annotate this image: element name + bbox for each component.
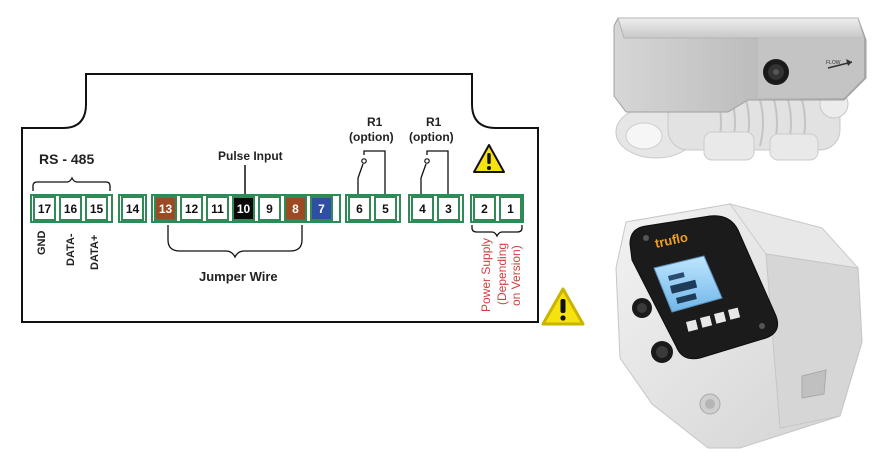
power-supply-label: Power Supply	[479, 237, 493, 312]
svg-text:FLOW: FLOW	[826, 60, 841, 66]
power-version-label: on Version)	[509, 245, 523, 306]
data-minus-label: DATA-	[65, 233, 77, 266]
r1-b-title: R1	[426, 115, 442, 129]
terminal-7: 7	[310, 196, 333, 221]
terminal-group-rs485	[30, 194, 113, 223]
terminal-group-power	[470, 194, 524, 223]
relay-switch-icon	[420, 150, 449, 194]
terminal-group-r1a	[345, 194, 401, 223]
rs485-brace	[32, 176, 111, 191]
jumper-wire-label: Jumper Wire	[199, 269, 278, 284]
pulse-input-label: Pulse Input	[218, 149, 283, 163]
jumper-wire-brace	[167, 225, 303, 259]
terminal-9: 9	[258, 196, 281, 221]
terminal-6: 6	[348, 196, 371, 221]
terminal-10: 10	[232, 196, 255, 221]
terminal-14: 14	[121, 196, 144, 221]
terminal-4: 4	[411, 196, 434, 221]
rs485-label: RS - 485	[39, 151, 95, 167]
terminal-3: 3	[437, 196, 460, 221]
terminal-11: 11	[206, 196, 229, 221]
power-depending-label: (Depending	[495, 242, 509, 305]
gnd-label: GND	[36, 230, 48, 255]
terminal-15: 15	[85, 196, 108, 221]
terminal-8: 8	[284, 196, 307, 221]
power-brace	[471, 225, 523, 238]
relay-switch-icon	[357, 150, 386, 194]
r1-a-title: R1	[367, 115, 383, 129]
display-unit-photo: truflo	[615, 203, 863, 449]
terminal-16: 16	[59, 196, 82, 221]
terminal-group-r1b	[408, 194, 464, 223]
terminal-17: 17	[33, 196, 56, 221]
terminal-group-pulse	[151, 194, 341, 223]
terminal-12: 12	[180, 196, 203, 221]
terminal-2: 2	[473, 196, 496, 221]
terminal-group-14	[118, 194, 147, 223]
data-plus-label: DATA+	[89, 234, 101, 270]
warning-triangle-icon	[473, 144, 505, 173]
terminal-1: 1	[499, 196, 522, 221]
warning-triangle-icon	[541, 287, 585, 326]
flow-sensor-photo: FLOW	[613, 17, 867, 161]
terminal-13: 13	[154, 196, 177, 221]
terminal-5: 5	[374, 196, 397, 221]
r1-a-option: (option)	[349, 130, 394, 144]
svg-text:truflo: truflo	[654, 229, 690, 251]
r1-b-option: (option)	[409, 130, 454, 144]
